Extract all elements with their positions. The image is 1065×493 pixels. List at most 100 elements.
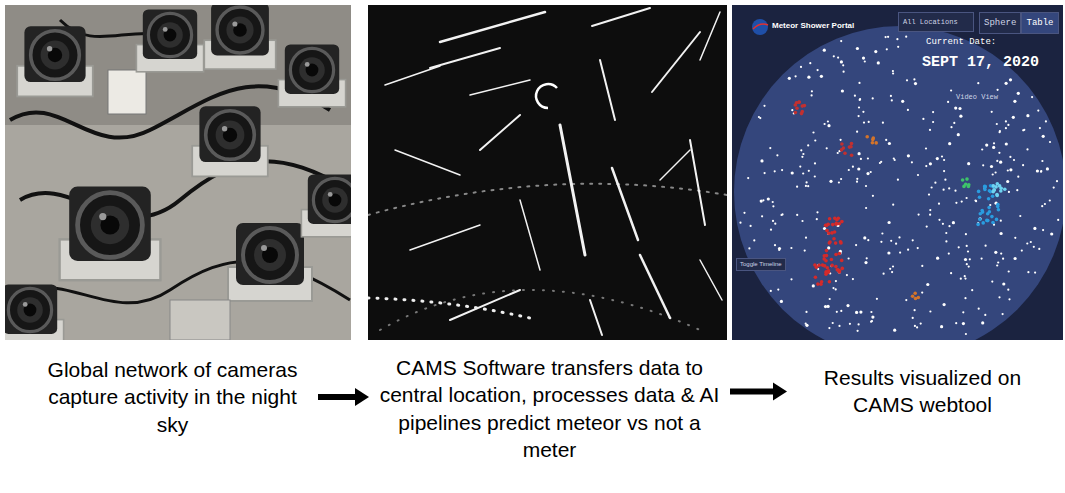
star-dot (1006, 180, 1009, 183)
star-dot (826, 266, 830, 270)
star-dot (922, 118, 924, 120)
star-dot (770, 290, 772, 292)
star-dot (843, 152, 847, 156)
star-dot (981, 148, 983, 150)
star-dot (840, 259, 844, 263)
star-dot (886, 48, 888, 50)
star-dot (897, 179, 899, 181)
star-dot (1040, 171, 1042, 173)
star-dot (829, 180, 832, 183)
star-dot (839, 240, 843, 244)
star-dot (906, 79, 908, 81)
webtool-screenshot-part (734, 26, 1063, 340)
view-button: Table (1021, 12, 1059, 34)
star-dot (750, 225, 752, 227)
star-dot (824, 305, 827, 308)
star-dot (945, 232, 947, 234)
star-dot (825, 249, 829, 253)
star-dot (1023, 129, 1025, 131)
night-sky-frame-part-part (470, 80, 530, 95)
star-dot (846, 304, 849, 307)
date-heading: Current Date: (926, 37, 996, 48)
star-dot (1034, 272, 1036, 274)
star-dot (764, 172, 766, 174)
star-dot (865, 207, 867, 209)
star-dot (778, 247, 781, 250)
star-dot (892, 265, 894, 267)
star-dot (817, 263, 821, 267)
night-sky-frame-part (368, 184, 727, 215)
star-dot (967, 162, 970, 165)
star-dot (1033, 227, 1036, 230)
flow-arrow (730, 383, 787, 401)
star-dot (986, 212, 990, 216)
star-dot (857, 330, 859, 332)
star-dot (913, 291, 917, 295)
star-dot (848, 169, 850, 171)
star-dot (941, 155, 943, 157)
star-dot (805, 185, 807, 187)
night-sky-frame-part (536, 84, 557, 108)
star-dot (842, 146, 846, 150)
star-dot (874, 141, 878, 145)
star-dot (860, 158, 862, 160)
star-dot (999, 161, 1002, 164)
star-dot (807, 185, 809, 187)
star-dot (848, 257, 850, 259)
star-dot (834, 241, 838, 245)
star-dot (780, 214, 782, 216)
star-dot (907, 154, 910, 157)
star-dot (840, 142, 844, 146)
star-dot (811, 90, 813, 92)
star-dot (790, 278, 792, 280)
star-dot (825, 229, 829, 233)
night-sky-frame-part-part (652, 32, 700, 92)
star-dot (781, 169, 783, 171)
star-dot (961, 178, 965, 182)
star-dot (985, 144, 988, 147)
star-dot (997, 208, 1001, 212)
caption-box: Results visualized on CAMS webtool (790, 362, 1055, 421)
star-dot (992, 173, 994, 175)
star-dot (871, 138, 875, 142)
star-dot (928, 194, 930, 196)
star-dot (889, 268, 891, 270)
star-dot (802, 172, 804, 174)
star-dot (995, 218, 999, 222)
star-dot (767, 197, 770, 200)
star-dot (852, 278, 854, 280)
star-dot (859, 311, 862, 314)
star-dot (1013, 100, 1016, 103)
star-dot (891, 271, 893, 273)
star-dot (808, 170, 810, 172)
star-dot (958, 246, 960, 248)
star-dot (799, 166, 801, 168)
star-dot (967, 250, 969, 252)
star-dot (942, 223, 944, 225)
night-sky-frame-part-part (700, 260, 722, 300)
camera-photo-part (192, 106, 268, 176)
star-dot (905, 36, 907, 38)
star-dot (866, 172, 869, 175)
star-dot (828, 280, 832, 284)
night-sky-frame-part-part (410, 225, 480, 250)
star-dot (832, 287, 834, 289)
star-dot (929, 214, 931, 216)
night-sky-frame (368, 5, 727, 340)
star-dot (974, 199, 976, 201)
star-dot (811, 94, 813, 96)
star-dot (1045, 120, 1047, 122)
arrow-shaft (318, 394, 357, 400)
star-dot (809, 62, 811, 64)
star-dot (824, 123, 826, 125)
star-dot (938, 219, 940, 221)
star-dot (842, 64, 844, 66)
star-dot (850, 154, 854, 158)
star-dot (1049, 199, 1051, 201)
star-dot (929, 310, 931, 312)
star-dot (991, 281, 993, 283)
arrow-head (773, 383, 787, 401)
star-dot (948, 187, 950, 189)
star-dot (1057, 219, 1059, 221)
star-dot (824, 270, 828, 274)
